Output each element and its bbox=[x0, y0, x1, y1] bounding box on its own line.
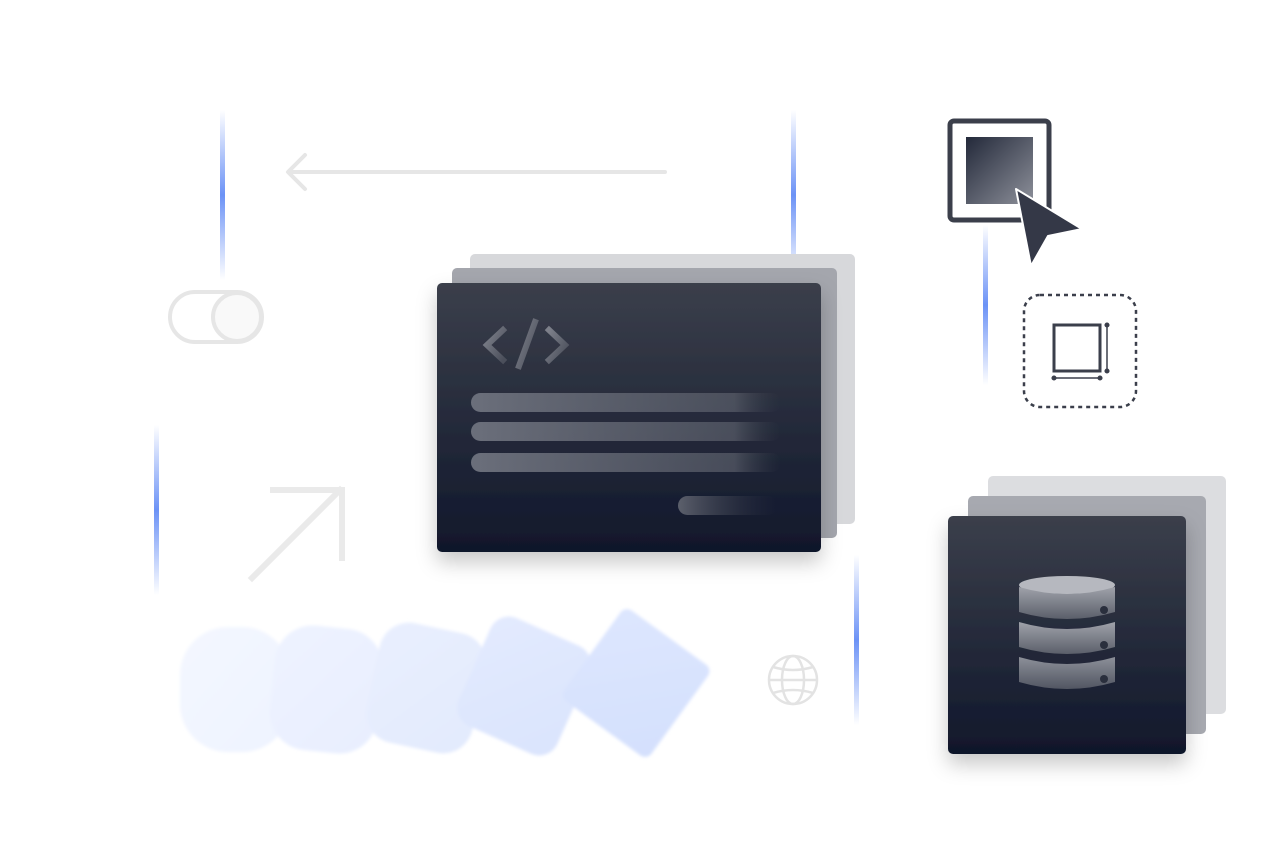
code-card-front bbox=[437, 283, 821, 552]
code-line-3 bbox=[471, 453, 781, 472]
tile-2 bbox=[269, 625, 383, 754]
beam-center-bottom bbox=[854, 555, 859, 725]
beam-left-top bbox=[220, 110, 225, 280]
transition-tiles bbox=[180, 609, 710, 757]
resize-square-icon bbox=[1022, 293, 1138, 409]
code-card-stack bbox=[437, 254, 855, 552]
arrow-up-right-icon bbox=[247, 485, 345, 583]
database-card-stack bbox=[948, 476, 1226, 754]
cursor-arrow-icon bbox=[1015, 188, 1083, 267]
tile-1 bbox=[180, 627, 290, 752]
arrow-left-icon bbox=[286, 153, 667, 191]
toggle-switch-icon bbox=[168, 290, 264, 344]
code-line-2 bbox=[471, 422, 781, 441]
beam-center-top bbox=[791, 110, 796, 280]
tile-3 bbox=[366, 622, 486, 754]
tile-4 bbox=[457, 616, 591, 756]
database-server-icon bbox=[1019, 576, 1115, 689]
code-button-placeholder bbox=[678, 496, 778, 515]
beam-right bbox=[983, 225, 988, 385]
accent-beams bbox=[154, 110, 988, 725]
beam-left-bottom bbox=[154, 425, 159, 595]
code-brackets-icon bbox=[482, 318, 570, 370]
globe-icon bbox=[767, 654, 819, 706]
tile-5 bbox=[562, 609, 710, 757]
code-line-1 bbox=[471, 393, 781, 412]
